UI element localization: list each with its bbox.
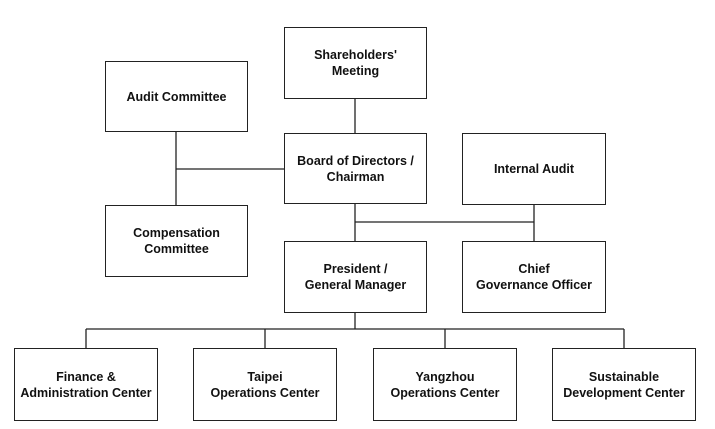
president-line-1: President /: [323, 262, 388, 276]
taipei-line-2: Operations Center: [210, 385, 320, 400]
compensation-committee-box: Compensation Committee: [105, 205, 248, 277]
finance-line-1: Finance &: [56, 369, 116, 384]
yangzhou-operations-center-box: Yangzhou Operations Center: [373, 348, 517, 421]
sustainable-line-2: Development Center: [563, 385, 685, 400]
finance-administration-center-box: Finance & Administration Center: [14, 348, 158, 421]
chief-governance-officer-box: Chief Governance Officer: [462, 241, 606, 313]
compensation-line-1: Compensation: [133, 226, 220, 240]
yangzhou-line-1: Yangzhou: [415, 369, 475, 384]
sustainable-line-1: Sustainable: [588, 369, 660, 384]
shareholders-line-2: Meeting: [331, 64, 380, 78]
board-line-1: Board of Directors /: [297, 153, 414, 168]
shareholders-line-1: Shareholders': [314, 48, 397, 62]
chief-governance-line-2: Governance Officer: [475, 278, 592, 292]
chief-governance-line-1: Chief: [518, 262, 550, 276]
yangzhou-line-2: Operations Center: [390, 385, 500, 400]
shareholders-meeting-box: Shareholders' Meeting: [284, 27, 427, 99]
president-box: President / General Manager: [284, 241, 427, 313]
audit-committee-label: Audit Committee: [126, 89, 227, 104]
audit-committee-box: Audit Committee: [105, 61, 248, 132]
board-of-directors-box: Board of Directors / Chairman: [284, 133, 427, 204]
internal-audit-box: Internal Audit: [462, 133, 606, 205]
taipei-operations-center-box: Taipei Operations Center: [193, 348, 337, 421]
compensation-line-2: Committee: [144, 242, 209, 256]
sustainable-development-center-box: Sustainable Development Center: [552, 348, 696, 421]
finance-line-2: Administration Center: [20, 385, 152, 400]
board-line-2: Chairman: [326, 169, 385, 184]
internal-audit-label: Internal Audit: [493, 162, 575, 176]
taipei-line-1: Taipei: [247, 369, 283, 384]
president-line-2: General Manager: [304, 278, 407, 292]
